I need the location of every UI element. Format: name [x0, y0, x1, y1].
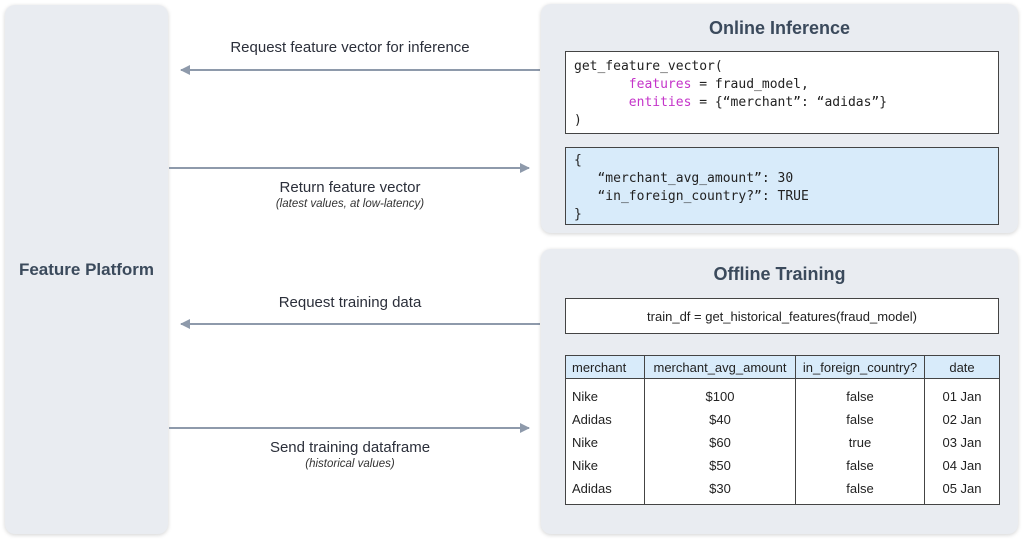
feature-platform-title: Feature Platform — [18, 259, 155, 279]
table-cell: false — [795, 454, 925, 477]
table-cell: false — [795, 477, 925, 505]
offline-training-title: Offline Training — [713, 264, 846, 284]
table-cell: $40 — [644, 408, 796, 431]
table-cell: Nike — [565, 431, 645, 454]
table-cell: Nike — [565, 454, 645, 477]
table-row: Adidas $40 false 02 Jan — [565, 408, 1000, 431]
table-row: Nike $50 false 04 Jan — [565, 454, 1000, 477]
historical-features-call: train_df = get_historical_features(fraud… — [565, 298, 999, 334]
table-cell: false — [795, 378, 925, 408]
table-cell: Adidas — [565, 408, 645, 431]
flow-label-return-feature-vector: Return feature vector (latest values, at… — [190, 179, 510, 210]
table-cell: $50 — [644, 454, 796, 477]
table-cell: 02 Jan — [924, 408, 1000, 431]
column-header: merchant_avg_amount — [644, 355, 796, 379]
feature-platform-panel: Feature Platform — [5, 5, 168, 534]
table-row: Adidas $30 false 05 Jan — [565, 477, 1000, 505]
online-inference-panel: Online Inference get_feature_vector( fea… — [541, 4, 1018, 233]
table-row: Nike $60 true 03 Jan — [565, 431, 1000, 454]
column-header: date — [924, 355, 1000, 379]
feature-vector-request-code: get_feature_vector( features = fraud_mod… — [565, 51, 999, 134]
table-cell: $60 — [644, 431, 796, 454]
table-cell: true — [795, 431, 925, 454]
online-inference-title: Online Inference — [708, 18, 851, 38]
feature-vector-response-code: { “merchant_avg_amount”: 30 “in_foreign_… — [565, 147, 999, 225]
table-cell: Adidas — [565, 477, 645, 505]
table-row: Nike $100 false 01 Jan — [565, 378, 1000, 408]
table-cell: 01 Jan — [924, 378, 1000, 408]
flow-note-send-training-dataframe: (historical values) — [305, 458, 395, 470]
flow-label-request-training-data: Request training data — [278, 294, 422, 311]
flow-note-return-feature-vector: (latest values, at low-latency) — [275, 198, 425, 210]
table-header-row: merchant merchant_avg_amount in_foreign_… — [565, 355, 1000, 379]
training-dataframe-table: merchant merchant_avg_amount in_foreign_… — [565, 355, 1000, 505]
table-cell: 05 Jan — [924, 477, 1000, 505]
table-cell: $30 — [644, 477, 796, 505]
column-header: in_foreign_country? — [795, 355, 925, 379]
flow-label-request-feature-vector: Request feature vector for inference — [230, 39, 470, 56]
table-cell: false — [795, 408, 925, 431]
table-cell: 03 Jan — [924, 431, 1000, 454]
table-cell: $100 — [644, 378, 796, 408]
table-cell: 04 Jan — [924, 454, 1000, 477]
column-header: merchant — [565, 355, 645, 379]
table-cell: Nike — [565, 378, 645, 408]
offline-training-panel: Offline Training train_df = get_historic… — [541, 249, 1018, 534]
flow-label-send-training-dataframe: Send training dataframe (historical valu… — [190, 439, 510, 470]
